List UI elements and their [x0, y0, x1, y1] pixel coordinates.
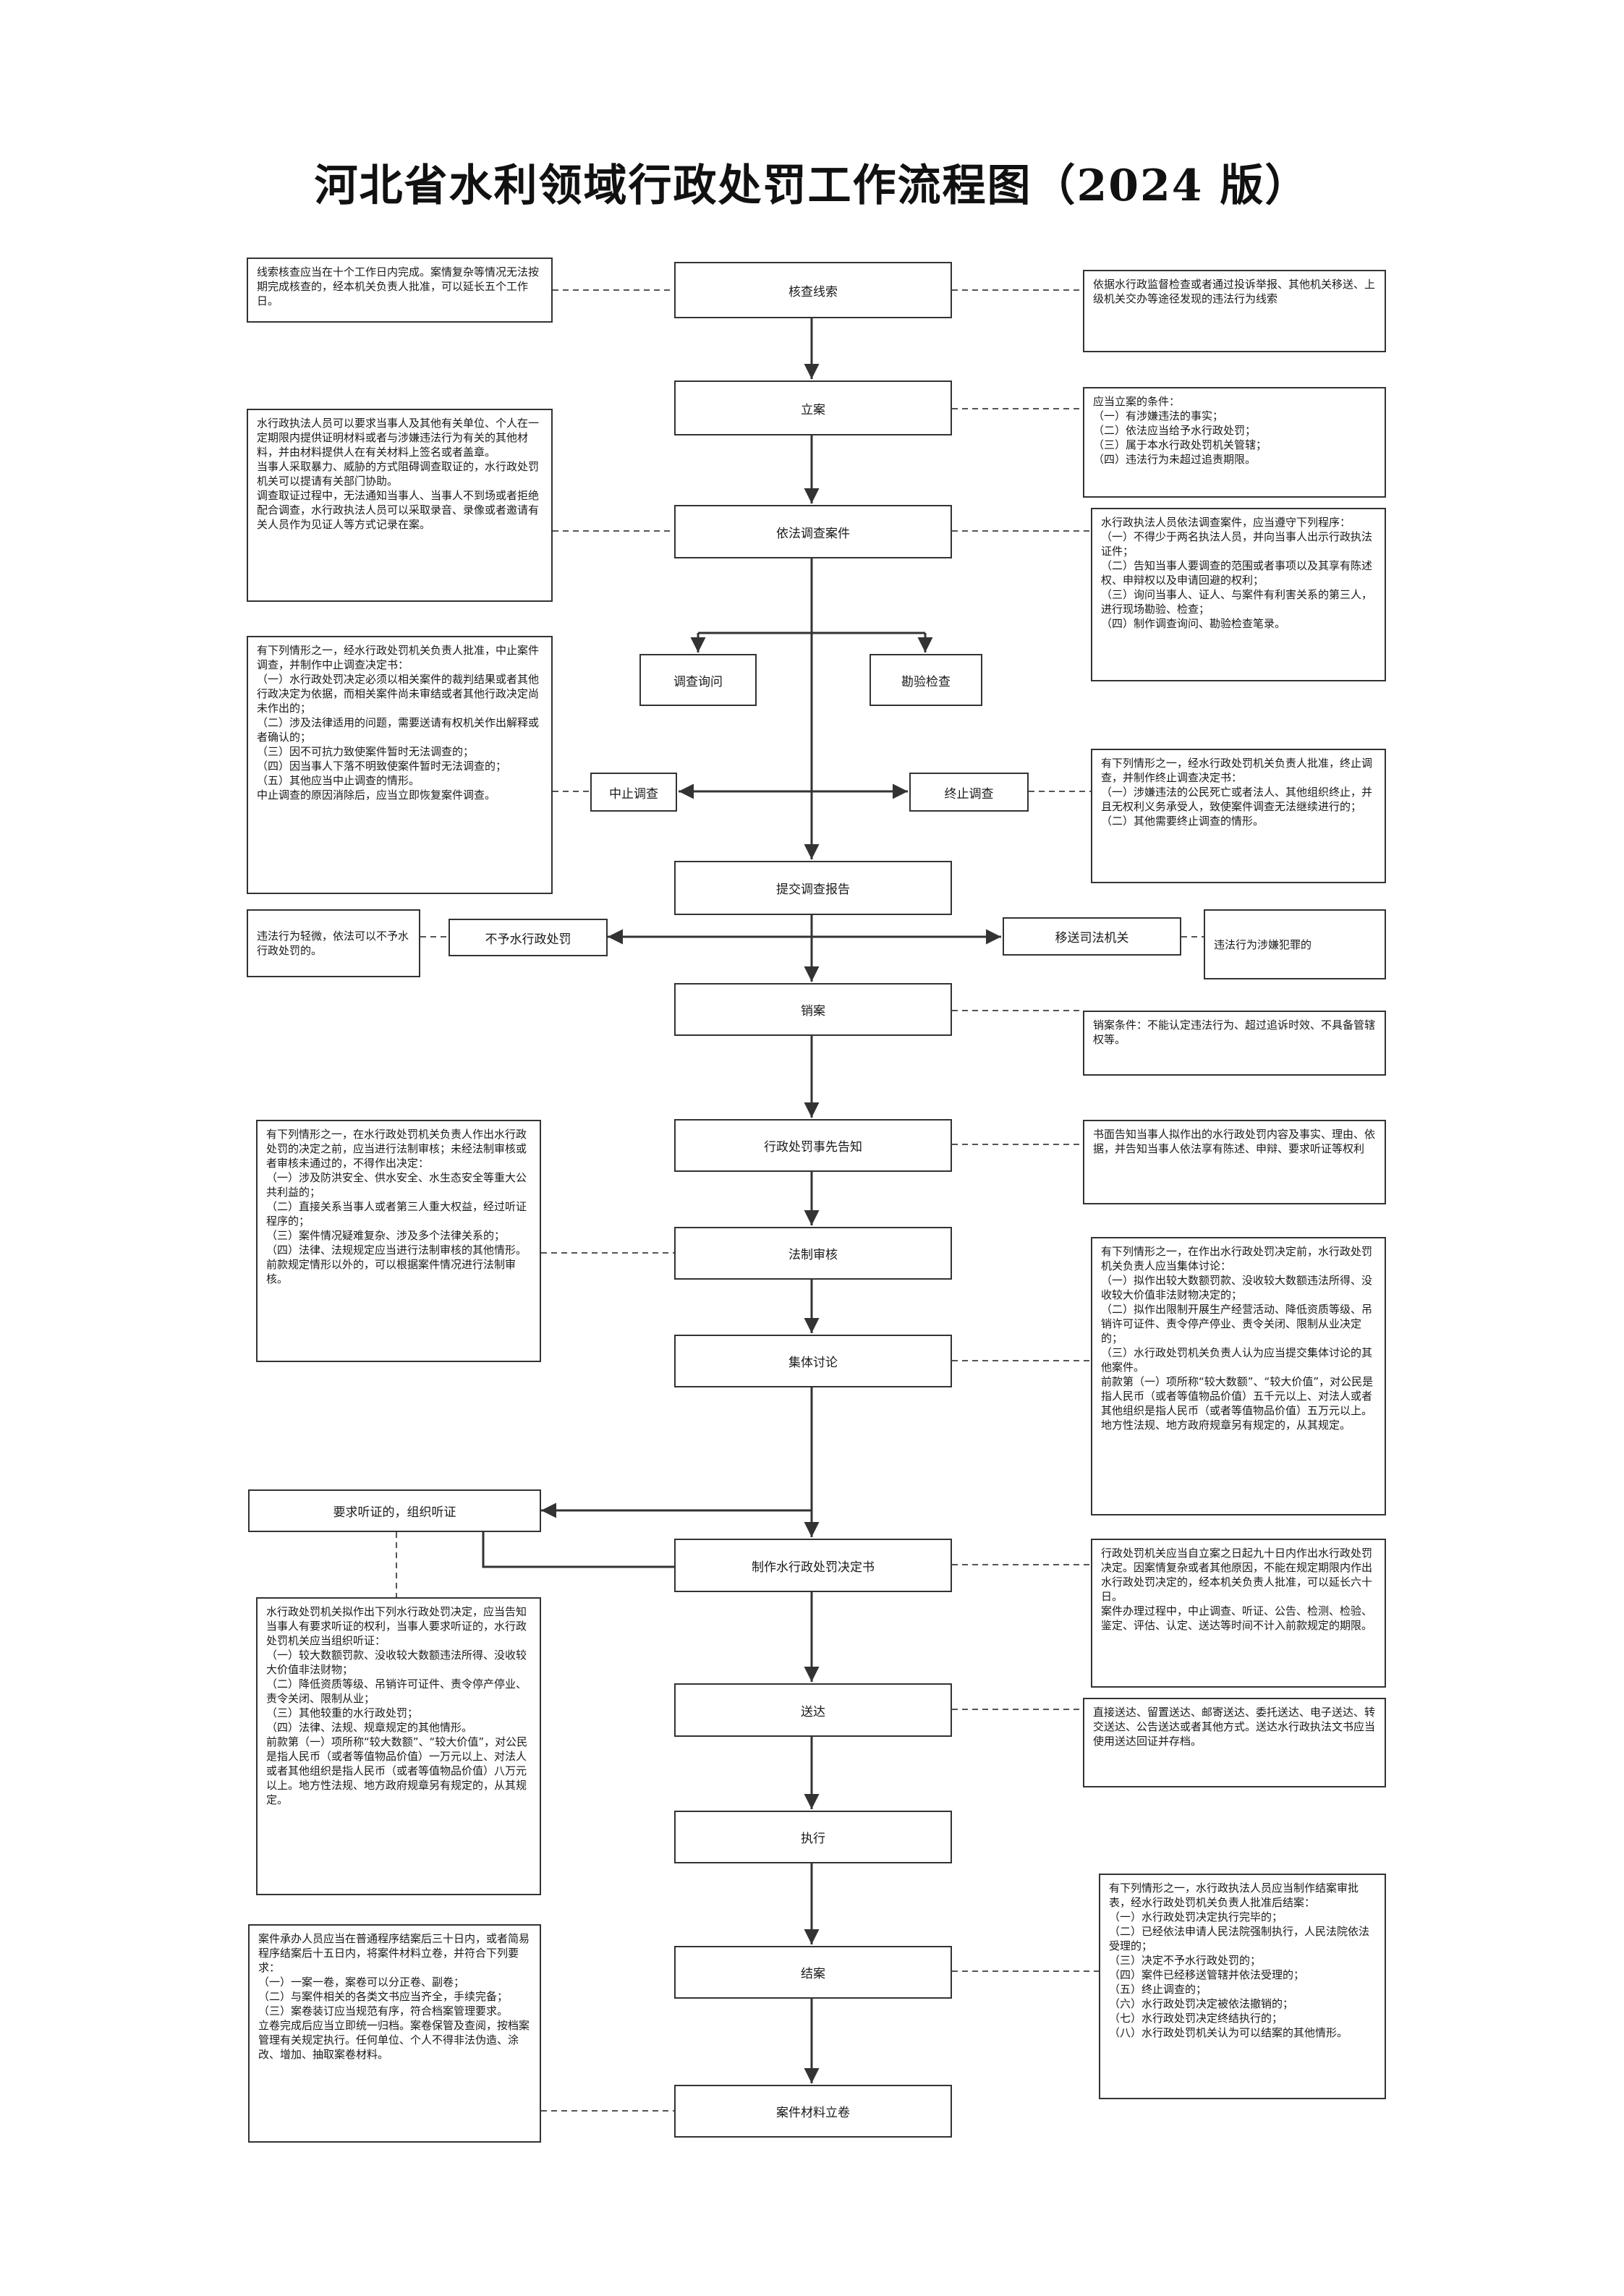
step-file-case: 立案 — [674, 380, 952, 435]
note-minor-violation: 违法行为轻微，依法可以不予水行政处罚的。 — [247, 909, 420, 977]
step-legal-review: 法制审核 — [674, 1227, 952, 1280]
note-cancellation-conditions: 销案条件：不能认定违法行为、超过追诉时效、不具备管辖权等。 — [1083, 1011, 1386, 1076]
note-legal-review-conditions: 有下列情形之一，在水行政处罚机关负责人作出水行政处罚的决定之前，应当进行法制审核… — [256, 1120, 541, 1362]
step-terminate-investigation: 终止调查 — [909, 773, 1029, 812]
note-archive-requirements: 案件承办人员应当在普通程序结案后三十日内，或者简易程序结案后十五日内，将案件材料… — [248, 1924, 541, 2143]
note-collective-discussion-conditions: 有下列情形之一，在作出水行政处罚决定前，水行政处罚机关负责人应当集体讨论： （一… — [1091, 1237, 1386, 1515]
step-archive: 案件材料立卷 — [674, 2085, 952, 2138]
note-decision-deadline: 行政处罚机关应当自立案之日起九十日内作出水行政处罚决定。因案情复杂或者其他原因，… — [1091, 1539, 1386, 1688]
step-inquiry: 调查询问 — [639, 654, 757, 706]
note-filing-conditions: 应当立案的条件： （一）有涉嫌违法的事实； （二）依法应当给予水行政处罚； （三… — [1083, 387, 1386, 498]
step-submit-report: 提交调查报告 — [674, 861, 952, 915]
step-close-case-cancel: 销案 — [674, 983, 952, 1036]
step-suspend-investigation: 中止调查 — [590, 773, 677, 812]
note-hearing-conditions: 水行政处罚机关拟作出下列水行政处罚决定，应当告知当事人有要求听证的权利，当事人要… — [256, 1597, 541, 1895]
step-investigate: 依法调查案件 — [674, 505, 952, 558]
step-no-penalty: 不予水行政处罚 — [448, 919, 608, 956]
note-notice-content: 书面告知当事人拟作出的水行政处罚内容及事实、理由、依据，并告知当事人依法享有陈述… — [1083, 1120, 1386, 1204]
step-penalty-decision: 制作水行政处罚决定书 — [674, 1539, 952, 1592]
note-closure-conditions: 有下列情形之一，水行政执法人员应当制作结案审批表，经水行政处罚机关负责人批准后结… — [1099, 1874, 1386, 2099]
page-title: 河北省水利领域行政处罚工作流程图（2024 版） — [314, 161, 1310, 211]
step-verify-leads: 核查线索 — [674, 262, 952, 318]
step-delivery: 送达 — [674, 1683, 952, 1737]
note-delivery-methods: 直接送达、留置送达、邮寄送达、委托送达、电子送达、转交送达、公告送达或者其他方式… — [1083, 1698, 1386, 1787]
note-verify-deadline: 线索核查应当在十个工作日内完成。案情复杂等情况无法按期完成核查的，经本机关负责人… — [247, 258, 553, 323]
note-evidence-collection: 水行政执法人员可以要求当事人及其他有关单位、个人在一定期限内提供证明材料或者与涉… — [247, 409, 553, 602]
step-prior-notice: 行政处罚事先告知 — [674, 1119, 952, 1172]
note-investigation-procedure: 水行政执法人员依法调查案件，应当遵守下列程序： （一）不得少于两名执法人员，并向… — [1091, 508, 1386, 681]
step-hearing: 要求听证的，组织听证 — [248, 1489, 541, 1532]
step-execution: 执行 — [674, 1811, 952, 1863]
note-suspension-conditions: 有下列情形之一，经水行政处罚机关负责人批准，中止案件调查，并制作中止调查决定书：… — [247, 636, 553, 894]
step-inspection: 勘验检查 — [870, 654, 982, 706]
step-transfer-judicial: 移送司法机关 — [1003, 917, 1181, 956]
note-lead-sources: 依据水行政监督检查或者通过投诉举报、其他机关移送、上级机关交办等途径发现的违法行… — [1083, 270, 1386, 352]
step-case-closure: 结案 — [674, 1946, 952, 1999]
note-suspected-crime: 违法行为涉嫌犯罪的 — [1204, 909, 1386, 979]
step-collective-discussion: 集体讨论 — [674, 1335, 952, 1387]
note-termination-conditions: 有下列情形之一，经水行政处罚机关负责人批准，终止调查，并制作终止调查决定书： （… — [1091, 749, 1386, 883]
